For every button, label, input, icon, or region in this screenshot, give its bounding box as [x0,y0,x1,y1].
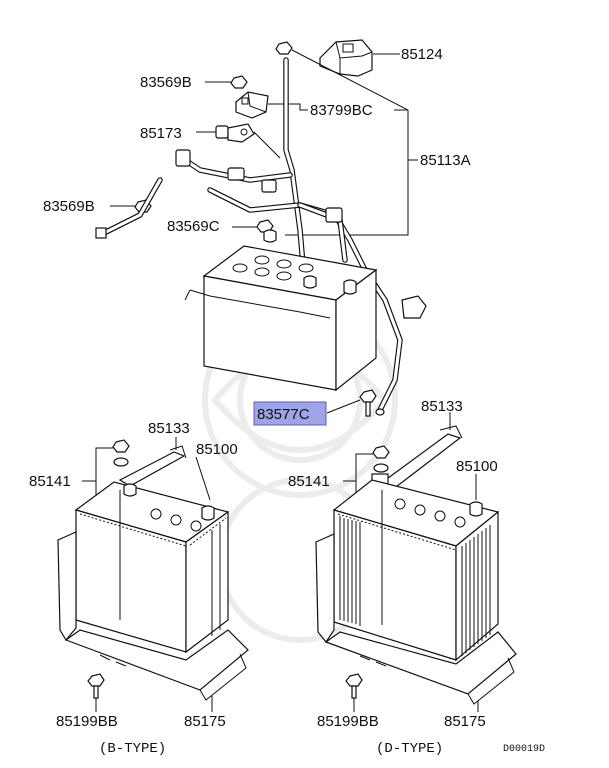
label-83569b-left: 83569B [43,198,95,215]
label-85133-left: 85133 [148,420,190,437]
label-85199bb-left: 85199BB [56,713,118,730]
label-83569c: 83569C [167,218,220,235]
label-85124: 85124 [401,46,443,63]
label-83799bc: 83799BC [310,102,373,119]
nut-83569b-top [230,75,248,89]
leader-85173-b [253,131,281,159]
label-85100-right: 85100 [456,458,498,475]
label-85173: 85173 [140,125,182,142]
diagram-code: D00019D [503,744,545,755]
bolt-85199bb-b-type [87,673,105,699]
battery-d-type[interactable] [332,479,500,662]
connector-85173[interactable] [215,123,255,143]
label-85175-left: 85175 [184,713,226,730]
hold-down-bar-d-type[interactable] [371,425,463,491]
battery-tray-d-type[interactable] [315,533,517,705]
leader-85100-left [195,456,211,501]
label-85141-left: 85141 [29,473,71,490]
fusible-link-83799bc[interactable] [235,91,269,119]
terminal-cover-85124[interactable] [319,39,373,77]
battery-tray-b-type[interactable] [57,531,249,701]
label-85141-right: 85141 [288,473,330,490]
nuts-85141-d-type [372,445,390,473]
hold-down-bar-b-type[interactable] [118,445,187,487]
leader-83577c [326,399,361,414]
battery-top[interactable] [184,229,378,392]
label-85199bb-right: 85199BB [317,713,379,730]
label-83569b-top: 83569B [140,74,192,91]
label-85113a: 85113A [420,152,471,169]
caption-d-type: (D-TYPE) [376,741,443,757]
label-83577c[interactable]: 83577C [257,406,310,423]
label-85175-right: 85175 [444,713,486,730]
bolt-85199bb-d-type [345,673,363,699]
nuts-85141-b-type [112,439,130,467]
highlight-83577c [253,401,327,426]
label-85100-left: 85100 [196,441,238,458]
label-85133-right: 85133 [421,398,463,415]
bolt-83577c[interactable] [359,389,377,417]
battery-b-type[interactable] [74,481,230,654]
nut-top [275,41,293,55]
caption-b-type: (B-TYPE) [99,741,166,757]
